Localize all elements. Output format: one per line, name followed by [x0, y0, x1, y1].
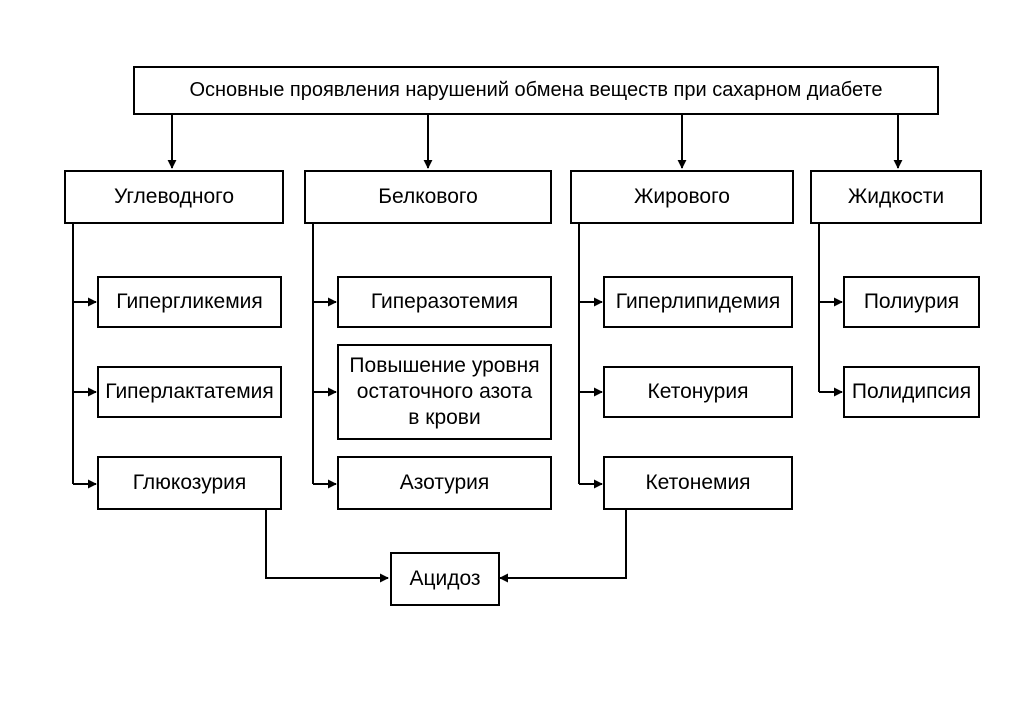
item-hyperglycemia: Гипергликемия	[97, 276, 282, 328]
category-fat-label: Жирового	[634, 184, 730, 208]
item-azoturia: Азотурия	[337, 456, 552, 510]
item-ketonuria: Кетонурия	[603, 366, 793, 418]
item-polydipsia: Полидипсия	[843, 366, 980, 418]
diagram-title: Основные проявления нарушений обмена вещ…	[189, 79, 883, 101]
item-polyuria-label: Полиурия	[863, 289, 960, 313]
category-fluid-label: Жидкости	[847, 184, 945, 208]
item-hyperlipidemia-label: Гиперлипидемия	[615, 289, 781, 313]
category-protein-label: Белкового	[378, 184, 478, 208]
diagram-title-box: Основные проявления нарушений обмена вещ…	[133, 66, 939, 115]
item-ketonemia-label: Кетонемия	[645, 470, 751, 494]
arrow-ketonemia-to-acidosis	[499, 510, 627, 583]
item-azoturia-label: Азотурия	[399, 470, 490, 494]
item-residual-nitrogen-label: Повышение уровня остаточного азота в кро…	[349, 353, 540, 430]
category-carb: Углеводного	[64, 170, 284, 224]
category-fat: Жирового	[570, 170, 794, 224]
item-hyperglycemia-label: Гипергликемия	[116, 289, 263, 313]
item-hyperazotemia: Гиперазотемия	[337, 276, 552, 328]
item-glucosuria: Глюкозурия	[97, 456, 282, 510]
item-hyperlactatemia: Гиперлактатемия	[97, 366, 282, 418]
arrow-glucosuria-to-acidosis	[265, 510, 389, 583]
category-carb-label: Углеводного	[113, 184, 235, 208]
item-ketonemia: Кетонемия	[603, 456, 793, 510]
item-polydipsia-label: Полидипсия	[851, 379, 972, 403]
outcome-acidosis: Ацидоз	[390, 552, 500, 606]
category-protein: Белкового	[304, 170, 552, 224]
item-glucosuria-label: Глюкозурия	[132, 470, 247, 494]
item-ketonuria-label: Кетонурия	[647, 379, 749, 403]
item-polyuria: Полиурия	[843, 276, 980, 328]
item-hyperlactatemia-label: Гиперлактатемия	[105, 379, 274, 403]
outcome-acidosis-label: Ацидоз	[409, 566, 481, 590]
item-residual-nitrogen: Повышение уровня остаточного азота в кро…	[337, 344, 552, 440]
category-fluid: Жидкости	[810, 170, 982, 224]
item-hyperlipidemia: Гиперлипидемия	[603, 276, 793, 328]
item-hyperazotemia-label: Гиперазотемия	[370, 289, 519, 313]
